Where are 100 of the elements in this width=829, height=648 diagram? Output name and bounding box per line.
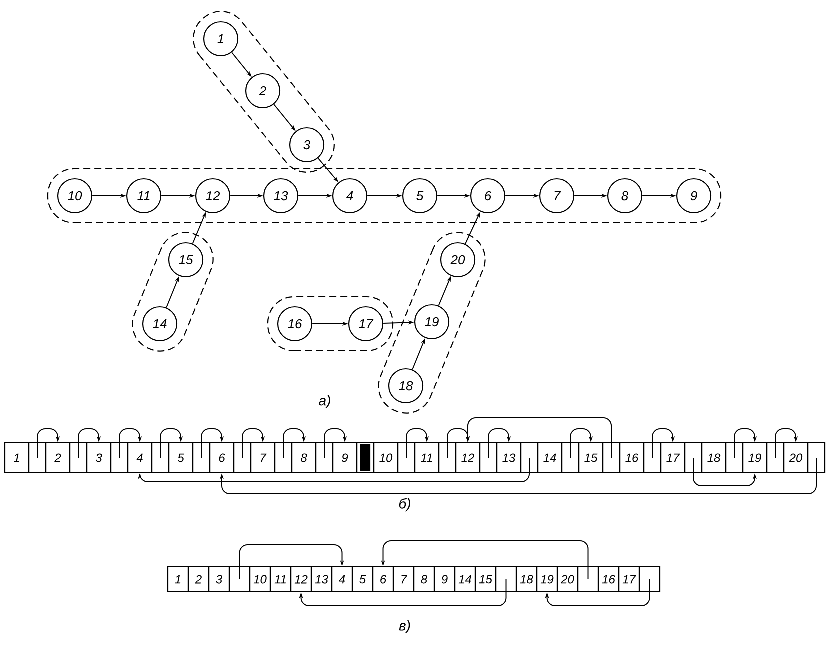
graph-node: 5 <box>402 178 438 214</box>
memory-cell: 11 <box>270 566 292 593</box>
arrow <box>775 428 798 458</box>
memory-cell: 14 <box>537 442 563 474</box>
pointer-cell <box>151 442 170 474</box>
memory-cell: 16 <box>619 442 645 474</box>
graph-node: 20 <box>440 242 476 278</box>
pointer-cell <box>684 442 703 474</box>
memory-cell: 7 <box>250 442 276 474</box>
memory-cell: 10 <box>249 566 272 593</box>
memory-cell: 1 <box>4 442 30 474</box>
memory-cell: 11 <box>414 442 440 474</box>
graph-node: 16 <box>277 306 313 342</box>
memory-cell: 12 <box>290 566 312 593</box>
null-pointer-cell <box>356 442 375 474</box>
group-outline <box>193 11 335 173</box>
arrow <box>119 428 142 458</box>
pointer-cell <box>397 442 416 474</box>
arrow <box>283 428 306 458</box>
graph-node: 18 <box>388 368 424 404</box>
memory-cell: 7 <box>392 566 415 593</box>
memory-cell: 6 <box>209 442 235 474</box>
pointer-cell <box>577 566 600 593</box>
pointer-cell <box>315 442 334 474</box>
memory-cell: 6 <box>372 566 394 593</box>
arrow <box>734 428 758 458</box>
arrow <box>324 428 348 458</box>
graph-node: 13 <box>263 178 299 214</box>
memory-cell: 15 <box>578 442 604 474</box>
memory-cell: 9 <box>434 566 456 593</box>
graph-node: 19 <box>414 304 450 340</box>
memory-cell: 16 <box>598 566 620 593</box>
graph-node: 9 <box>676 178 712 214</box>
pointer-cell <box>192 442 211 474</box>
graph-node: 7 <box>539 178 575 214</box>
pointer-cell <box>638 566 661 593</box>
pointer-cell <box>725 442 744 474</box>
arrow <box>299 579 507 606</box>
memory-cell: 2 <box>188 566 210 593</box>
memory-cell: 3 <box>208 566 230 593</box>
memory-cell: 3 <box>86 442 112 474</box>
graph-node: 10 <box>57 178 93 214</box>
group-outline <box>47 168 722 224</box>
memory-cell: 10 <box>373 442 399 474</box>
group-outline <box>132 232 214 352</box>
graph-node: 14 <box>142 306 178 342</box>
memory-cell: 15 <box>474 566 497 593</box>
memory-cell: 20 <box>783 442 809 474</box>
memory-cell: 2 <box>45 442 71 474</box>
pointer-cell <box>561 442 580 474</box>
pointer-cell <box>228 566 251 593</box>
graph-node: 4 <box>332 178 368 214</box>
group-outline <box>378 232 486 414</box>
graph-node: 12 <box>195 178 231 214</box>
pointer-cell <box>69 442 88 474</box>
memory-cell: 18 <box>701 442 727 474</box>
arrow <box>545 579 650 606</box>
pointer-cell <box>766 442 785 474</box>
panel-label: а) <box>319 395 330 409</box>
memory-cell: 17 <box>618 566 640 593</box>
arrow <box>488 428 512 458</box>
memory-cell: 5 <box>352 566 374 593</box>
graph-node: 6 <box>470 178 506 214</box>
arrow <box>406 428 430 458</box>
memory-cell: 8 <box>413 566 436 593</box>
pointer-cell <box>274 442 293 474</box>
panel-label: б) <box>399 498 410 512</box>
graph-node: 11 <box>126 178 162 214</box>
arrow <box>201 428 224 458</box>
graph-node: 2 <box>245 73 281 109</box>
graph-node: 3 <box>289 127 325 163</box>
arrow <box>242 428 266 458</box>
pointer-cell <box>479 442 498 474</box>
pointer-cell <box>520 442 539 474</box>
panel-label: в) <box>399 620 410 634</box>
memory-cell: 8 <box>291 442 317 474</box>
graph-node: 8 <box>607 178 643 214</box>
graph-node: 1 <box>203 21 239 57</box>
pointer-cell <box>110 442 129 474</box>
pointer-cell <box>438 442 457 474</box>
group-outline <box>267 296 394 352</box>
pointer-cell <box>28 442 47 474</box>
memory-cell: 4 <box>127 442 153 474</box>
memory-cell: 5 <box>168 442 194 474</box>
graph-node: 15 <box>168 242 204 278</box>
arrow <box>160 428 184 458</box>
memory-cell: 19 <box>536 566 558 593</box>
arrow <box>570 428 594 458</box>
arrow <box>220 458 817 494</box>
arrow <box>652 428 676 458</box>
pointer-cell <box>233 442 252 474</box>
memory-cell: 9 <box>332 442 358 474</box>
arrow <box>239 544 344 580</box>
memory-cell: 13 <box>496 442 522 474</box>
memory-cell: 18 <box>516 566 538 593</box>
graph-node: 17 <box>348 306 384 342</box>
pointer-cell <box>602 442 621 474</box>
memory-cell: 20 <box>556 566 579 593</box>
memory-cell: 1 <box>167 566 190 593</box>
memory-cell: 14 <box>454 566 476 593</box>
